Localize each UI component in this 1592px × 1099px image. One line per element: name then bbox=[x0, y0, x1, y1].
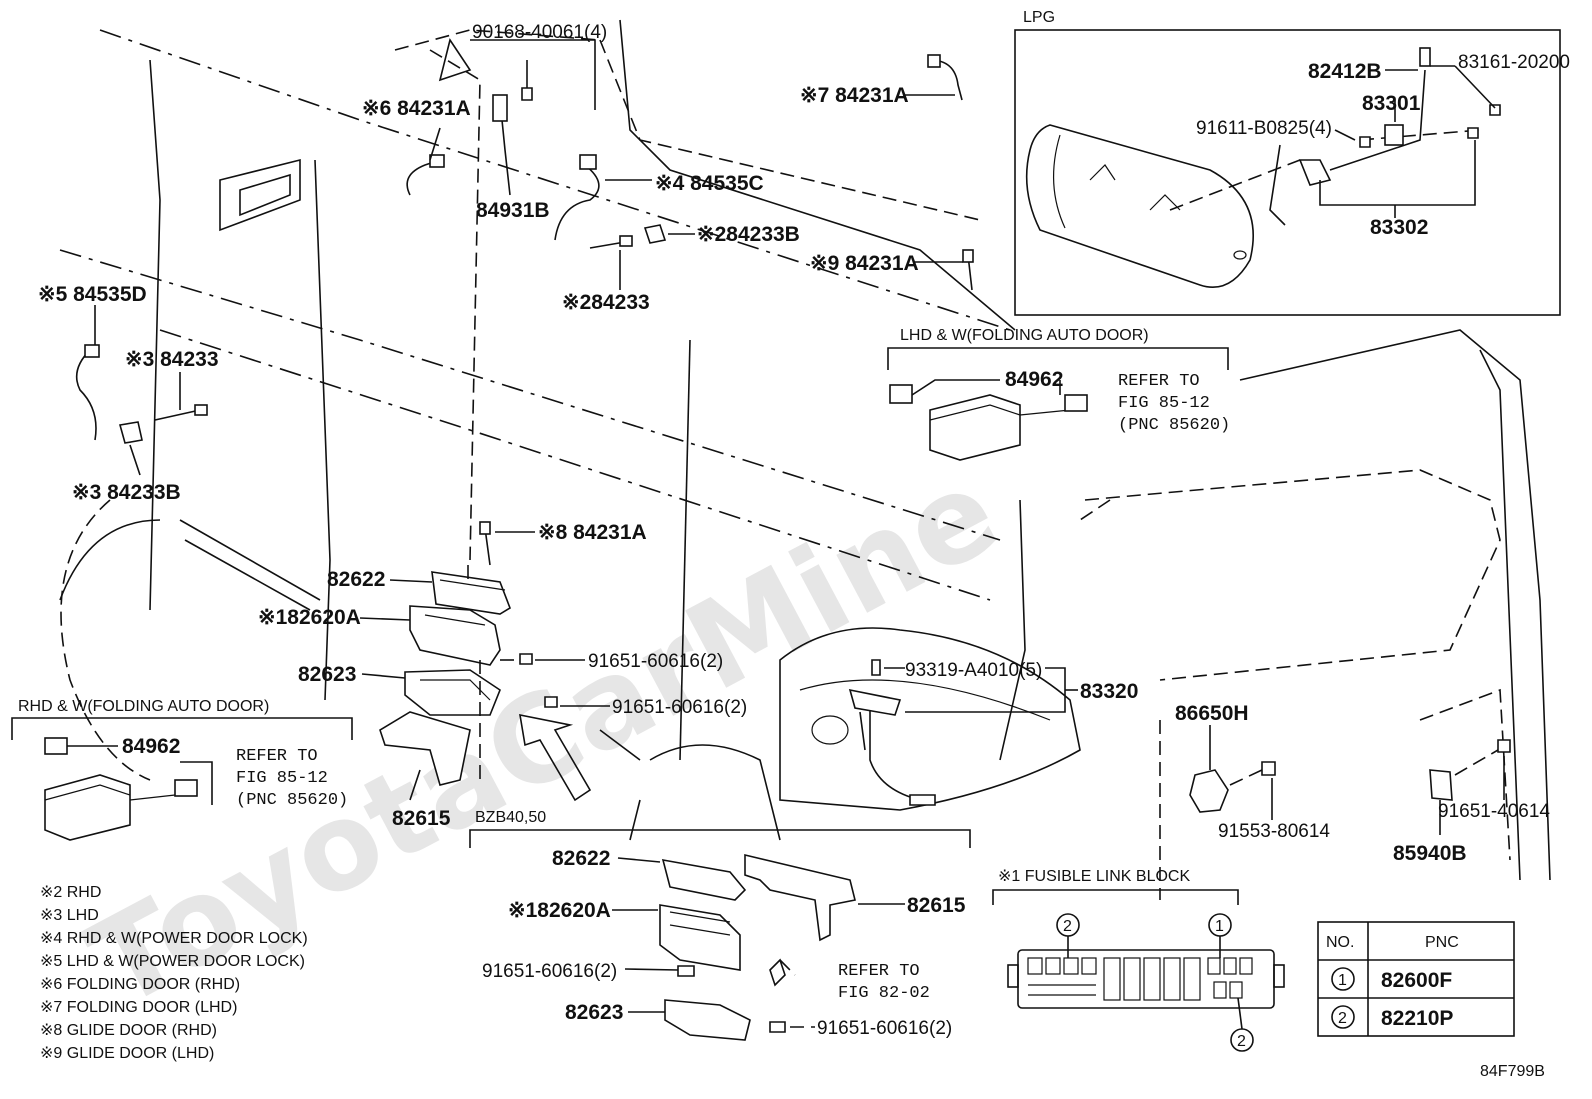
callout-90168-40061: 90168-40061(4) bbox=[472, 22, 607, 43]
callout-83302: 83302 bbox=[1370, 216, 1428, 239]
callout-84231A-9: ※9 84231A bbox=[810, 252, 919, 275]
pnc-table: NO. PNC 1 82600F 2 82210P bbox=[1317, 921, 1515, 1037]
diagram-code: 84F799B bbox=[1480, 1063, 1545, 1080]
rhd-box: RHD & W(FOLDING AUTO DOOR) 84962 REFER T… bbox=[11, 698, 353, 841]
legend: ※2 RHD ※3 LHD ※4 RHD & W(POWER DOOR LOCK… bbox=[40, 884, 308, 1062]
callout-84931B: 84931B bbox=[476, 199, 550, 222]
legend-item-5: ※6 FOLDING DOOR (RHD) bbox=[40, 976, 240, 993]
fusible-marker-2-bottom: 2 bbox=[1237, 1033, 1246, 1050]
callout-82620A: ※182620A bbox=[258, 606, 361, 629]
callout-91553-80614: 91553-80614 bbox=[1218, 821, 1330, 842]
rhd-part-84962: 84962 bbox=[122, 735, 180, 758]
fusible-title: ※1 FUSIBLE LINK BLOCK bbox=[998, 868, 1190, 885]
callout-83301: 83301 bbox=[1362, 92, 1421, 115]
legend-item-8: ※9 GLIDE DOOR (LHD) bbox=[40, 1045, 214, 1062]
callout-82412B: 82412B bbox=[1308, 60, 1382, 83]
callout-91651-60616-b: 91651-60616(2) bbox=[612, 697, 747, 718]
lhd-refer-line2: FIG 85-12 bbox=[1118, 394, 1210, 413]
callout-84231A-7: ※7 84231A bbox=[800, 84, 909, 107]
lhd-refer-line1: REFER TO bbox=[1118, 372, 1200, 391]
pnc-row2-no: 2 bbox=[1338, 1010, 1347, 1027]
lhd-refer-line3: (PNC 85620) bbox=[1118, 416, 1230, 435]
legend-item-1: ※2 RHD bbox=[40, 884, 101, 901]
callout-83161-20200: 83161-20200 bbox=[1458, 52, 1570, 73]
pnc-row1-no: 1 bbox=[1338, 972, 1347, 989]
lhd-box-title: LHD & W(FOLDING AUTO DOOR) bbox=[900, 327, 1149, 344]
legend-item-6: ※7 FOLDING DOOR (LHD) bbox=[40, 999, 237, 1016]
bzb-refer-line1: REFER TO bbox=[838, 962, 920, 981]
callout-93319-A4010: 93319-A4010(5) bbox=[905, 660, 1042, 681]
callout-91651-40614: 91651-40614 bbox=[1438, 801, 1550, 822]
lpg-box: LPG 82412B 83161-20200 83301 91611-B0825… bbox=[1014, 9, 1570, 316]
callout-84535D-5: ※5 84535D bbox=[38, 283, 147, 306]
pnc-header-no: NO. bbox=[1326, 934, 1354, 951]
bzb-box: BZB40,50 82622 ※182620A 91651-60616(2) 8… bbox=[469, 809, 971, 1041]
legend-item-2: ※3 LHD bbox=[40, 907, 99, 924]
callout-91611-B0825: 91611-B0825(4) bbox=[1196, 118, 1332, 139]
bzb-box-title: BZB40,50 bbox=[475, 809, 546, 826]
fusible-link-block: ※1 FUSIBLE LINK BLOCK 2 1 bbox=[992, 868, 1285, 1052]
rhd-refer-line1: REFER TO bbox=[236, 747, 318, 766]
bzb-refer-line2: FIG 82-02 bbox=[838, 984, 930, 1003]
bzb-callout-82615: 82615 bbox=[907, 894, 966, 917]
right-side-parts: 86650H 91553-80614 85940B 91651-40614 bbox=[1175, 702, 1550, 865]
vehicle-body-outline bbox=[59, 19, 1551, 900]
pnc-row1-pnc: 82600F bbox=[1381, 969, 1452, 992]
legend-item-7: ※8 GLIDE DOOR (RHD) bbox=[40, 1022, 217, 1039]
callout-82623: 82623 bbox=[298, 663, 356, 686]
rhd-refer-line3: (PNC 85620) bbox=[236, 791, 348, 810]
bzb-callout-91651-b: 91651-60616(2) bbox=[817, 1018, 952, 1039]
callout-84233B-2: ※284233B bbox=[697, 223, 800, 246]
pnc-header-pnc: PNC bbox=[1425, 934, 1459, 951]
callout-82615: 82615 bbox=[392, 807, 451, 830]
fusebox-parts: 82622 ※182620A 82623 91651-60616(2) 9165… bbox=[258, 565, 747, 830]
bzb-callout-91651-a: 91651-60616(2) bbox=[482, 961, 617, 982]
callout-85940B: 85940B bbox=[1393, 842, 1467, 865]
callout-84231A-8: ※8 84231A bbox=[538, 521, 647, 544]
callout-84535C-4: ※4 84535C bbox=[655, 172, 764, 195]
lpg-title: LPG bbox=[1023, 9, 1055, 26]
legend-item-3: ※4 RHD & W(POWER DOOR LOCK) bbox=[40, 930, 308, 947]
callout-84233B-3: ※3 84233B bbox=[72, 481, 181, 504]
pnc-row2-pnc: 82210P bbox=[1381, 1007, 1453, 1030]
callout-83320: 83320 bbox=[1080, 680, 1138, 703]
bzb-callout-82620A: ※182620A bbox=[508, 899, 611, 922]
callout-86650H: 86650H bbox=[1175, 702, 1249, 725]
rhd-box-title: RHD & W(FOLDING AUTO DOOR) bbox=[18, 698, 269, 715]
fuse-slots bbox=[1027, 957, 1253, 1001]
rhd-refer-line2: FIG 85-12 bbox=[236, 769, 328, 788]
fusible-marker-1: 1 bbox=[1215, 918, 1224, 935]
callout-84233-3: ※3 84233 bbox=[125, 348, 219, 371]
fuel-pump-parts: 93319-A4010(5) 83320 bbox=[848, 659, 1138, 751]
callout-91651-60616-a: 91651-60616(2) bbox=[588, 651, 723, 672]
bzb-callout-82623: 82623 bbox=[565, 1001, 623, 1024]
callout-82622: 82622 bbox=[327, 568, 385, 591]
legend-item-4: ※5 LHD & W(POWER DOOR LOCK) bbox=[40, 953, 305, 970]
callout-84231A-6: ※6 84231A bbox=[362, 97, 471, 120]
callout-84233-2: ※284233 bbox=[562, 291, 650, 314]
fusible-marker-2-top: 2 bbox=[1063, 918, 1072, 935]
lhd-part-84962: 84962 bbox=[1005, 368, 1063, 391]
harness-parts: 90168-40061(4) ※6 84231A 84931B ※4 84535… bbox=[38, 22, 974, 566]
lhd-box: LHD & W(FOLDING AUTO DOOR) 84962 REFER T… bbox=[887, 327, 1230, 461]
bzb-callout-82622: 82622 bbox=[552, 847, 610, 870]
